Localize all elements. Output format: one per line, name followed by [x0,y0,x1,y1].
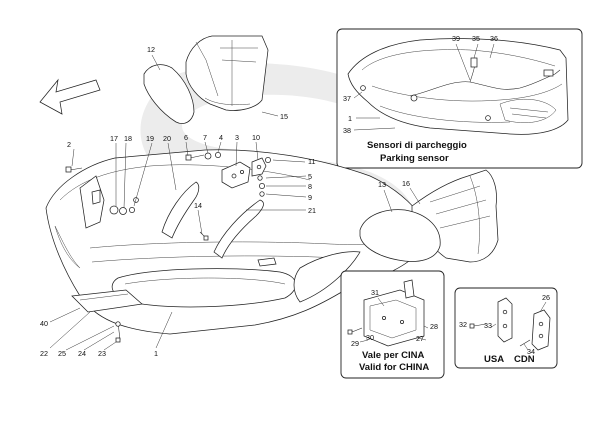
label-6: 6 [184,133,188,142]
label-14: 14 [194,201,202,210]
callout-labels: 12 15 2 17 18 19 20 6 7 4 3 10 11 5 8 9 … [40,45,410,358]
label-3: 3 [235,133,239,142]
label-24: 24 [78,349,86,358]
label-22: 22 [40,349,48,358]
caption-china-en: Valid for CHINA [359,362,429,373]
label-27: 27 [416,334,424,343]
label-7: 7 [203,133,207,142]
label-12: 12 [147,45,155,54]
caption-china-it: Vale per CINA [362,350,424,361]
bracket-assembly [65,152,271,241]
label-8: 8 [308,182,312,191]
grille-right [213,199,264,259]
label-20: 20 [163,134,171,143]
label-39: 39 [452,34,460,43]
label-19: 19 [146,134,154,143]
air-duct-left [143,35,269,124]
label-40: 40 [40,319,48,328]
caption-parking-en: Parking sensor [380,153,449,164]
leader-lines [49,54,421,351]
label-11: 11 [308,157,315,166]
label-26: 26 [542,293,550,302]
label-35: 35 [472,34,480,43]
grille-left [161,181,200,239]
label-32: 32 [459,320,467,329]
label-1: 1 [154,349,158,358]
label-31: 31 [371,288,379,297]
label-18: 18 [124,134,132,143]
label-38: 38 [343,126,351,135]
caption-usa: USA [484,354,504,365]
label-15: 15 [280,112,288,121]
inset-parking-sensor: 39 35 36 37 1 38 Sensori di parcheggio P… [336,28,583,169]
caption-cdn: CDN [514,354,535,365]
caption-parking-it: Sensori di parcheggio [367,140,467,151]
label-37: 37 [343,94,351,103]
label-25: 25 [58,349,66,358]
label-28: 28 [430,322,438,331]
label-36: 36 [490,34,498,43]
undertray-panel [71,289,143,343]
label-29: 29 [351,339,359,348]
label-34: 34 [527,347,535,356]
inset-usa-cdn: 26 32 33 34 USA CDN [454,287,558,369]
inset-china: 31 28 27 30 29 Vale per CINA Valid for C… [340,270,445,379]
air-duct-right [359,169,499,263]
label-30: 30 [366,333,374,342]
label-23: 23 [98,349,106,358]
label-21: 21 [308,206,316,215]
label-9: 9 [308,193,312,202]
label-13: 13 [378,180,386,189]
label-10: 10 [252,133,260,142]
direction-arrow-icon [39,78,101,115]
label-17: 17 [110,134,118,143]
label-4: 4 [219,133,223,142]
label-33: 33 [484,321,492,330]
label-2: 2 [67,140,71,149]
label-5: 5 [308,172,312,181]
label-1b: 1 [348,114,352,123]
label-16: 16 [402,179,410,188]
